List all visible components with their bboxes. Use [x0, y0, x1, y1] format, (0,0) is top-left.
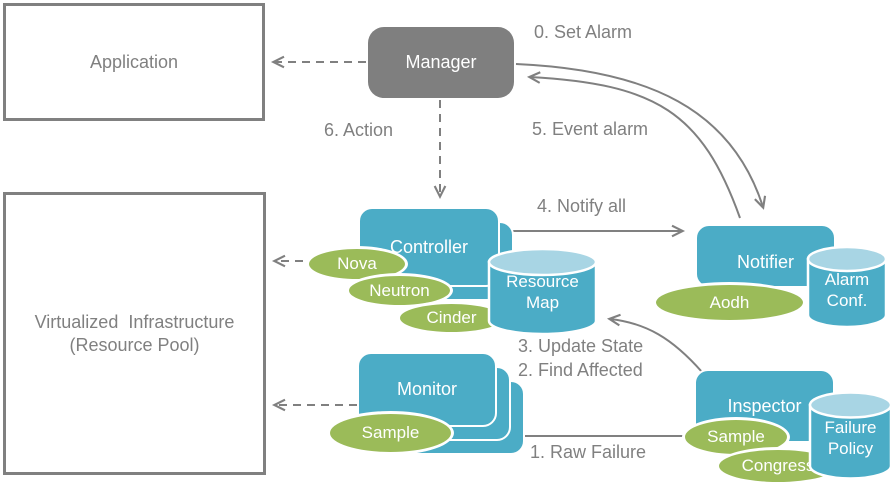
resource-map-shape: [487, 247, 598, 336]
failure-policy-shape: [808, 391, 893, 480]
inspector-sample-label: Sample: [707, 427, 765, 446]
step-label-raw-failure: 1. Raw Failure: [530, 442, 647, 462]
step-label-set-alarm: 0. Set Alarm: [534, 22, 633, 42]
failure-policy-label-line2: Policy: [827, 439, 874, 459]
monitor-label: Monitor: [396, 379, 458, 399]
virtualized-infrastructure-label-line1: Virtualized Infrastructure: [34, 312, 235, 332]
curve-inspector-to-resource-map: [606, 313, 703, 373]
manager-box: Manager: [368, 27, 514, 98]
step-label-notify-all: 4. Notify all: [537, 196, 627, 216]
resource-map-label-line1: Resource: [506, 272, 579, 291]
step-label-update-state: 3. Update State: [518, 336, 644, 356]
controller-label: Controller: [389, 236, 469, 257]
neutron-label: Neutron: [369, 280, 430, 300]
notifier-label: Notifier: [736, 251, 794, 272]
plugin-aodh: Aodh: [653, 282, 806, 323]
failure-policy-cylinder: Failure Policy: [808, 391, 893, 481]
manager-label: Manager: [405, 52, 477, 72]
application-label: Application: [89, 51, 179, 72]
curve-manager-to-notifier-set-alarm: [515, 63, 767, 210]
virtualized-infrastructure-box: Virtualized Infrastructure (Resource Poo…: [3, 192, 266, 475]
resource-map-label-line2: Map: [525, 293, 560, 313]
resource-map-cylinder: Resource Map: [487, 247, 598, 337]
plugin-monitor-sample: Sample: [327, 411, 454, 455]
alarm-conf-shape: [806, 245, 888, 329]
inspector-label: Inspector: [727, 395, 802, 416]
step-label-find-affected: 2. Find Affected: [518, 360, 643, 380]
step-label-event-alarm: 5. Event alarm: [532, 119, 649, 139]
nova-label: Nova: [337, 254, 377, 273]
step-label-action: 6. Action: [324, 120, 394, 140]
curve-notifier-to-manager-event-alarm: [526, 71, 741, 219]
congress-label: Congress: [741, 456, 815, 475]
alarm-conf-label-line2: Conf.: [826, 291, 868, 311]
aodh-label: Aodh: [709, 292, 750, 312]
application-box: Application: [3, 3, 265, 121]
alarm-conf-label-line1: Alarm: [824, 270, 870, 289]
failure-policy-label-line1: Failure: [824, 418, 877, 437]
monitor-sample-label: Sample: [361, 423, 420, 442]
virtualized-infrastructure-label-line2: (Resource Pool): [69, 334, 200, 355]
cinder-label: Cinder: [426, 308, 477, 327]
alarm-conf-cylinder: Alarm Conf.: [806, 245, 888, 330]
